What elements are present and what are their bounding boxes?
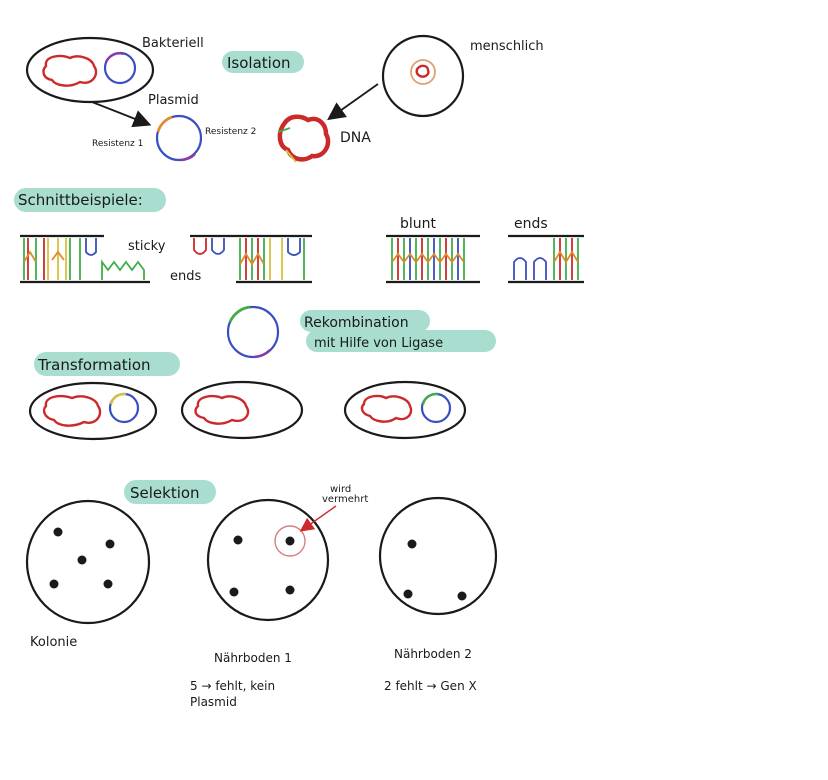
label-menschlich: menschlich [470, 39, 544, 54]
blunt-ends-right-fragment [508, 234, 584, 284]
label-transformation: Transformation [37, 356, 151, 374]
label-dna: DNA [340, 130, 371, 146]
sticky-ends-right-fragment [190, 234, 312, 284]
isolated-dna [277, 114, 331, 163]
label-vermehrt: vermehrt [322, 494, 368, 505]
label-schnittbeispiele: Schnittbeispiele: [18, 191, 143, 209]
label-resistenz2: Resistenz 2 [205, 127, 256, 137]
arrow-to-plasmid [91, 101, 152, 128]
bacterial-cell [25, 36, 155, 104]
label-naehrboden1: Nährboden 1 [214, 651, 292, 665]
ligase-highlight [306, 330, 496, 352]
label-bakteriell: Bakteriell [142, 36, 204, 51]
note-naehrboden1-line1: 5 → fehlt, kein [190, 679, 275, 693]
sticky-ends-left-fragment [20, 234, 150, 284]
label-rekombination: Rekombination [304, 315, 409, 331]
label-naehrboden2: Nährboden 2 [394, 647, 472, 661]
human-cell [381, 34, 465, 118]
transformed-cell-2 [180, 380, 304, 440]
label-plasmid: Plasmid [148, 93, 199, 108]
isolated-plasmid [155, 114, 203, 162]
transformed-cell-1 [28, 381, 158, 441]
label-sticky: sticky [128, 239, 166, 254]
label-blunt-ends: ends [514, 216, 548, 232]
label-ligase: mit Hilfe von Ligase [314, 336, 443, 351]
label-resistenz1: Resistenz 1 [92, 139, 143, 149]
petri-dish-naehrboden-1 [206, 498, 330, 622]
recombinant-plasmid [226, 305, 280, 359]
transformation-highlight [34, 352, 180, 376]
note-naehrboden1-line2: Plasmid [190, 695, 237, 709]
label-sticky-ends: ends [170, 269, 201, 284]
label-selektion: Selektion [130, 484, 200, 502]
label-wird: wird [330, 484, 351, 495]
transformed-cell-3 [343, 380, 467, 440]
label-blunt: blunt [400, 216, 437, 232]
label-isolation: Isolation [227, 54, 291, 72]
petri-dish-naehrboden-2 [378, 496, 498, 616]
label-kolonie: Kolonie [30, 635, 77, 650]
schnittbeispiele-highlight [14, 188, 166, 212]
blunt-ends-left-fragment [386, 234, 480, 284]
note-naehrboden2: 2 fehlt → Gen X [384, 679, 477, 693]
rekombination-highlight [300, 310, 430, 332]
arrow-to-dna [327, 83, 379, 121]
selektion-highlight [124, 480, 216, 504]
petri-dish-kolonie [25, 499, 151, 625]
arrow-wird-vermehrt [299, 505, 337, 532]
isolation-highlight [222, 51, 304, 73]
